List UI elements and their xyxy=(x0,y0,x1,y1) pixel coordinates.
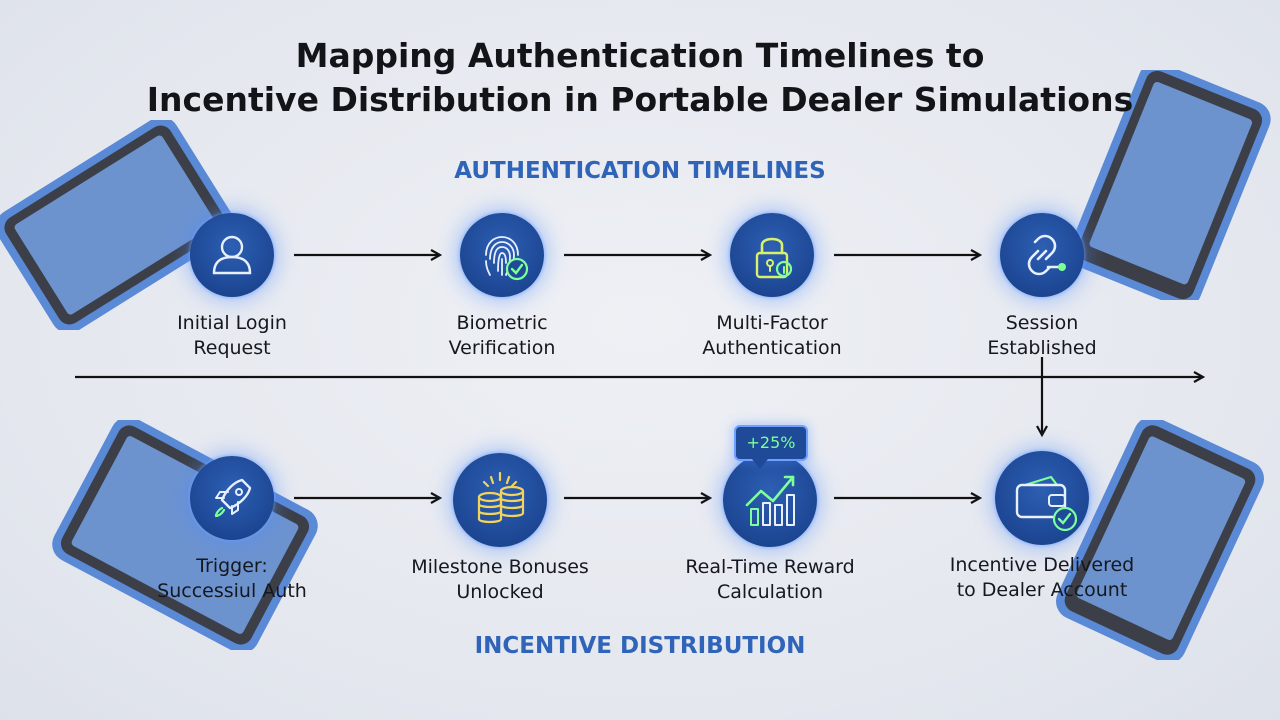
phone-illustration-bottom-left xyxy=(52,420,318,650)
incentive-step-4-line1: Incentive Delivered xyxy=(949,554,1135,576)
auth-step-4-line2: Established xyxy=(987,337,1097,359)
link-icon xyxy=(1000,213,1084,297)
auth-step-1-line1: Initial Login xyxy=(177,312,287,334)
incentive-step-3-line2: Calculation xyxy=(717,581,823,603)
auth-step-initial-login: Initial Login Request xyxy=(102,213,362,361)
fingerprint-check-icon xyxy=(460,213,544,297)
phone-illustration-bottom-right xyxy=(1055,420,1265,660)
incentive-step-1-line1: Trigger: xyxy=(196,555,268,577)
auth-step-4-line1: Session xyxy=(1005,312,1079,334)
incentive-step-4-line2: to Dealer Account xyxy=(956,579,1128,601)
padlock-key-icon xyxy=(730,213,814,297)
reward-percentage-badge: +25% xyxy=(734,425,808,469)
auth-step-biometric: Biometric Verification xyxy=(372,213,632,361)
auth-step-3-line2: Authentication xyxy=(702,337,842,359)
incentive-step-delivered: Incentive Delivered to Dealer Account xyxy=(912,451,1172,603)
incentive-step-milestone: Milestone Bonuses Unlocked xyxy=(370,453,630,605)
wallet-check-icon xyxy=(995,451,1089,545)
title-line-2: Incentive Distribution in Portable Deale… xyxy=(146,80,1134,119)
coins-icon xyxy=(453,453,547,547)
incentive-step-2-line2: Unlocked xyxy=(456,581,544,603)
diagram-title: Mapping Authentication Timelines to Ince… xyxy=(140,34,1140,122)
auth-step-multi-factor: Multi-Factor Authentication xyxy=(642,213,902,361)
auth-step-2-line2: Verification xyxy=(448,337,556,359)
incentive-step-trigger: Trigger: Successiul Auth xyxy=(102,456,362,604)
incentive-step-3-line1: Real-Time Reward xyxy=(685,556,855,578)
auth-step-2-line1: Biometric xyxy=(456,312,548,334)
section-label-incentive: INCENTIVE DISTRIBUTION xyxy=(474,633,806,659)
auth-step-3-line1: Multi-Factor xyxy=(716,312,828,334)
auth-step-session: Session Established xyxy=(912,213,1172,361)
incentive-step-calculation: Real-Time Reward Calculation xyxy=(640,453,900,605)
phone-illustration-top-left xyxy=(0,120,235,330)
incentive-step-2-line1: Milestone Bonuses xyxy=(411,556,589,578)
phone-illustration-top-right xyxy=(1069,70,1271,300)
rocket-icon xyxy=(190,456,274,540)
growth-chart-icon xyxy=(723,453,817,547)
user-icon xyxy=(190,213,274,297)
section-label-authentication: AUTHENTICATION TIMELINES xyxy=(454,158,826,184)
incentive-step-1-line2: Successiul Auth xyxy=(157,580,307,602)
title-line-1: Mapping Authentication Timelines to xyxy=(295,36,985,75)
auth-step-1-line2: Request xyxy=(193,337,271,359)
